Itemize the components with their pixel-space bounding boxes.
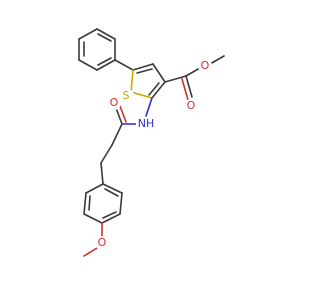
ester-carbonyl-oxygen-label: O: [187, 99, 196, 112]
bond: [101, 213, 121, 224]
sulfur-label: S: [123, 89, 130, 102]
bond: [185, 75, 193, 98]
methoxy-oxygen-label: O: [98, 236, 107, 249]
bond: [111, 123, 123, 146]
double-bond: [104, 188, 119, 197]
bond: [83, 247, 98, 257]
phenyl-ring: [78, 28, 116, 71]
molecule-structure: S NH O O O O: [78, 28, 225, 257]
bond: [83, 213, 103, 224]
double-bond: [148, 82, 160, 96]
double-bond: [97, 57, 112, 66]
amide-oxygen-label: O: [110, 96, 119, 109]
bond: [100, 144, 113, 164]
bond: [151, 81, 166, 99]
bond: [102, 183, 123, 194]
bond: [209, 55, 225, 65]
double-bond: [136, 68, 153, 74]
bond: [96, 28, 116, 40]
bond: [100, 162, 104, 185]
bond: [145, 97, 153, 117]
bond: [115, 107, 123, 125]
methoxyphenyl-ring: [83, 183, 123, 224]
amide-chain: [100, 97, 153, 185]
thiophene-ring: [130, 63, 166, 99]
methyl-ester: [164, 55, 225, 101]
biaryl-bond: [114, 59, 134, 71]
bond: [185, 67, 201, 77]
bond: [164, 75, 187, 83]
amide-nitrogen-label: NH: [138, 117, 155, 130]
bond: [119, 105, 127, 123]
bond: [119, 192, 123, 215]
bond: [85, 183, 104, 194]
bond: [152, 63, 166, 83]
bond: [181, 78, 189, 101]
bond: [83, 192, 87, 215]
bond: [78, 28, 98, 40]
bond: [132, 63, 154, 71]
ester-alkoxy-oxygen-label: O: [201, 59, 210, 72]
double-bond: [102, 211, 117, 219]
bond: [130, 69, 134, 93]
bond: [78, 59, 98, 71]
bond: [130, 91, 153, 99]
double-bond: [97, 33, 112, 42]
atom-labels: S NH O O O O: [95, 59, 212, 250]
bond: [96, 59, 116, 71]
methoxy-group: [83, 222, 103, 257]
double-bond: [88, 195, 91, 211]
